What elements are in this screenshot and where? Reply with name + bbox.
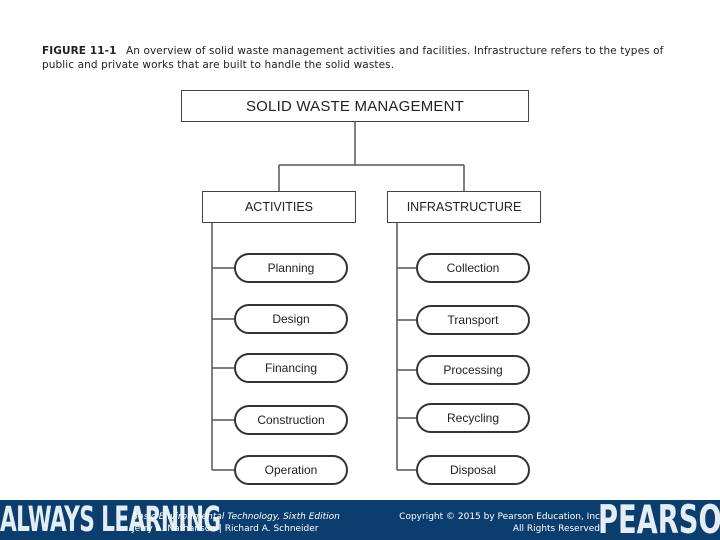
activity-item-planning: Planning [234,253,348,283]
figure-caption-text: An overview of solid waste management ac… [42,45,664,71]
root-node: SOLID WASTE MANAGEMENT [181,90,529,122]
rights-text: All Rights Reserved [512,524,600,534]
infrastructure-item-disposal: Disposal [416,455,530,485]
activity-item-construction: Construction [234,405,348,435]
solid-waste-diagram: SOLID WASTE MANAGEMENT ACTIVITIES INFRAS… [181,90,541,485]
infrastructure-header: INFRASTRUCTURE [387,191,541,223]
connector-lines [211,122,465,471]
figure-label: FIGURE 11-1 [42,45,117,57]
always-learning-logo: ALWAYS LEARNING [0,500,221,540]
activity-item-operation: Operation [234,455,348,485]
infrastructure-item-recycling: Recycling [416,403,530,433]
book-title: Basic Environmental Technology, Sixth Ed… [132,512,340,522]
figure-caption: FIGURE 11-1 An overview of solid waste m… [42,44,692,72]
book-authors: Jerry A. Nathanson | Richard A. Schneide… [132,524,319,534]
footer-band: ALWAYS LEARNING Basic Environmental Tech… [0,500,720,540]
infrastructure-item-collection: Collection [416,253,530,283]
pearson-logo: PEARSON [598,500,720,540]
copyright-notice: Copyright © 2015 by Pearson Education, I… [380,511,600,535]
infrastructure-item-transport: Transport [416,305,530,335]
infrastructure-item-processing: Processing [416,355,530,385]
activity-item-design: Design [234,304,348,334]
book-info: Basic Environmental Technology, Sixth Ed… [132,511,340,535]
activities-header: ACTIVITIES [202,191,356,223]
copyright-text: Copyright © 2015 by Pearson Education, I… [399,512,600,522]
activity-item-financing: Financing [234,353,348,383]
